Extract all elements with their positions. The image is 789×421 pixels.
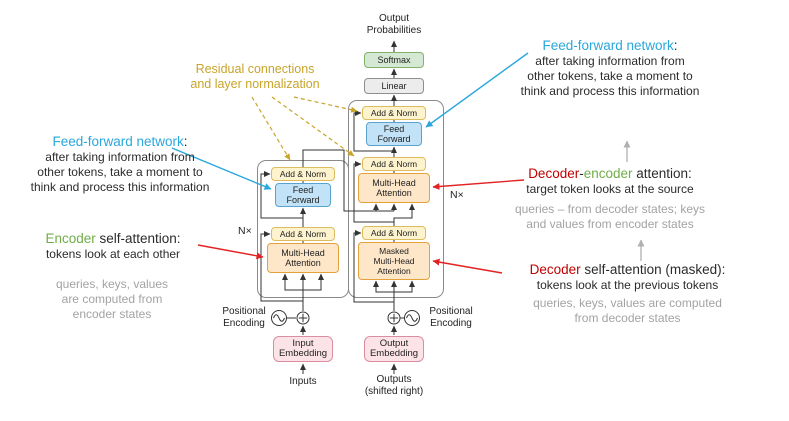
annotation-arrows bbox=[171, 52, 529, 274]
decoder-encoder-attention-note: queries – from decoder states; keys and … bbox=[514, 202, 706, 231]
heading-dash: - bbox=[579, 166, 584, 181]
input-embedding: Input Embedding bbox=[273, 336, 333, 362]
annotation-heading: Feed-forward network: bbox=[512, 37, 708, 54]
positional-encoding-right-icon bbox=[387, 310, 420, 326]
encoder-self-attention-annotation: Encoder self-attention: tokens look at e… bbox=[23, 230, 203, 262]
up-arrows bbox=[623, 140, 645, 261]
heading-rest: self-attention: bbox=[95, 231, 181, 246]
linear-box: Linear bbox=[364, 78, 424, 94]
annotation-body: target token looks at the source bbox=[526, 182, 694, 196]
encoder-feed-forward: Feed Forward bbox=[275, 183, 331, 207]
annotation-heading: Decoder-encoder attention: bbox=[502, 165, 718, 182]
annotation-heading: Feed-forward network: bbox=[20, 133, 220, 150]
heading-text: Feed-forward network bbox=[52, 134, 184, 149]
decoder-nx-label: N× bbox=[450, 189, 464, 201]
heading-colon: : bbox=[183, 134, 188, 149]
encoder-attention-note: queries, keys, values are computed from … bbox=[55, 277, 169, 321]
annotation-heading: Decoder self-attention (masked): bbox=[495, 261, 760, 278]
positional-encoding-right-label: Positional Encoding bbox=[429, 306, 473, 329]
encoder-multi-head-attention: Multi-Head Attention bbox=[267, 243, 339, 273]
positional-encoding-left-label: Positional Encoding bbox=[222, 306, 266, 329]
encoder-nx-label: N× bbox=[238, 225, 252, 237]
decoder-encoder-attention-arrow bbox=[432, 179, 525, 190]
decoder-multi-head-attention: Multi-Head Attention bbox=[358, 173, 430, 203]
heading-colon: : bbox=[673, 38, 678, 53]
inputs-label: Inputs bbox=[289, 376, 317, 387]
outputs-label: Outputs (shifted right) bbox=[364, 374, 424, 397]
feed-forward-right-arrow bbox=[425, 52, 529, 128]
annotation-body: tokens look at each other bbox=[45, 247, 181, 261]
feed-forward-left-annotation: Feed-forward network: after taking infor… bbox=[20, 133, 220, 195]
decoder-self-attention-arrow bbox=[432, 258, 503, 274]
annotation-body: tokens look at the previous tokens bbox=[536, 278, 719, 292]
output-probabilities-label: Output Probabilities bbox=[366, 13, 422, 36]
positional-encoding-left-icon bbox=[271, 310, 310, 326]
residual-dashed-arrows bbox=[251, 96, 358, 161]
encoder-attention-arrow bbox=[197, 244, 264, 260]
decoder-add-norm-middle: Add & Norm bbox=[362, 157, 426, 171]
decoder-feed-forward: Feed Forward bbox=[366, 122, 422, 146]
decoder-self-attention-annotation: Decoder self-attention (masked): tokens … bbox=[495, 261, 760, 293]
feed-forward-left-arrow bbox=[171, 147, 272, 190]
residual-connections-annotation: Residual connections and layer normaliza… bbox=[190, 62, 320, 91]
softmax-box: Softmax bbox=[364, 52, 424, 68]
heading-encoder: encoder bbox=[583, 166, 633, 181]
decoder-add-norm-top: Add & Norm bbox=[362, 106, 426, 120]
annotation-heading: Encoder self-attention: bbox=[23, 230, 203, 247]
decoder-self-attention-note: queries, keys, values are computed from … bbox=[533, 296, 722, 325]
annotation-body: after taking information from other toke… bbox=[30, 150, 210, 194]
decoder-masked-multi-head-attention: Masked Multi-Head Attention bbox=[358, 242, 430, 280]
decoder-wires bbox=[353, 40, 415, 374]
annotation-body: after taking information from other toke… bbox=[520, 54, 700, 98]
encoder-wires bbox=[260, 149, 397, 374]
heading-decoder: Decoder bbox=[528, 166, 580, 181]
decoder-add-norm-bottom: Add & Norm bbox=[362, 226, 426, 240]
output-embedding: Output Embedding bbox=[364, 336, 424, 362]
heading-rest: attention: bbox=[632, 166, 692, 181]
heading-decoder: Decoder bbox=[529, 262, 581, 277]
heading-encoder: Encoder bbox=[45, 231, 96, 246]
decoder-encoder-attention-annotation: Decoder-encoder attention: target token … bbox=[502, 165, 718, 197]
heading-text: Feed-forward network bbox=[542, 38, 674, 53]
encoder-add-norm-bottom: Add & Norm bbox=[271, 227, 335, 241]
feed-forward-right-annotation: Feed-forward network: after taking infor… bbox=[512, 37, 708, 99]
encoder-add-norm-top: Add & Norm bbox=[271, 167, 335, 181]
heading-rest: self-attention (masked): bbox=[580, 262, 726, 277]
